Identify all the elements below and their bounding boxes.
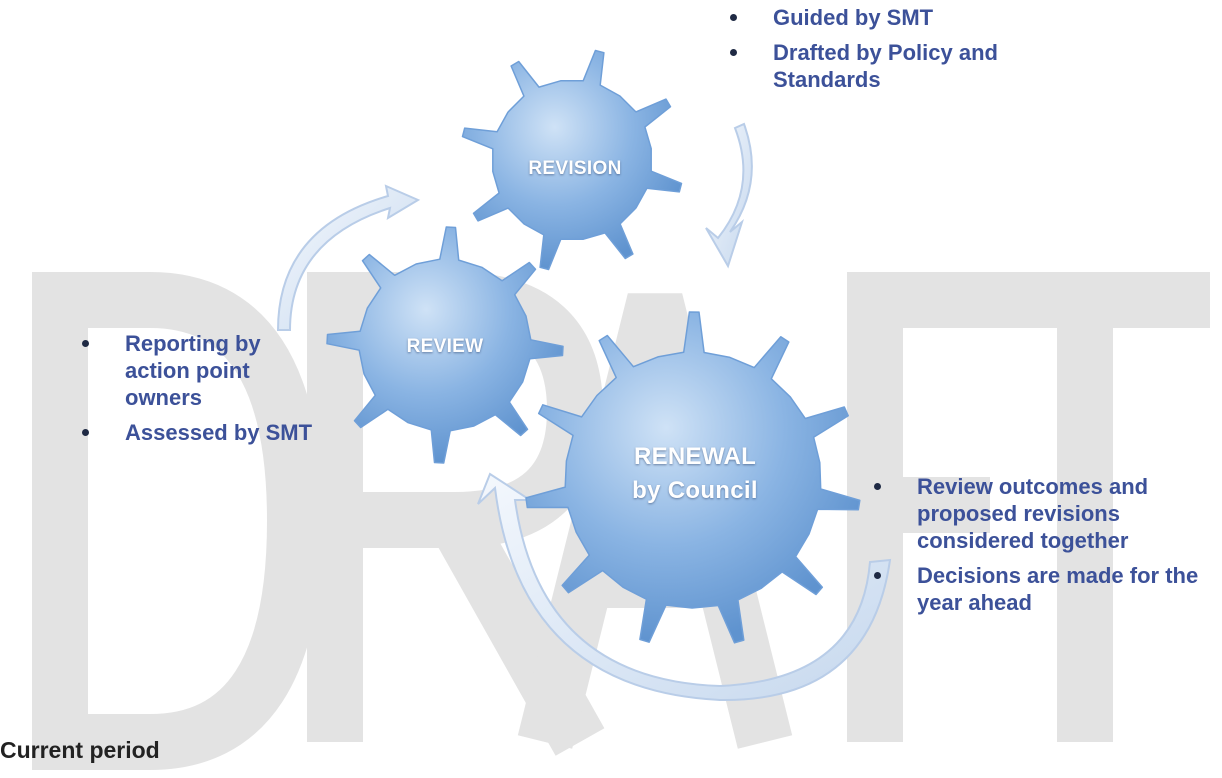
bullet-icon: [730, 14, 737, 21]
cycle-arrows: [276, 122, 892, 702]
review-note-2: Assessed by SMT: [80, 419, 340, 446]
revision-note-1-text: Guided by SMT: [773, 5, 934, 30]
current-period-heading: Current period: [0, 737, 160, 763]
bullet-icon: [874, 483, 881, 490]
renewal-notes: Review outcomes and proposed revisions c…: [872, 473, 1217, 624]
gear-renewal: [525, 311, 861, 644]
review-note-1-text: Reporting by action point owners: [125, 331, 261, 410]
revision-note-2: Drafted by Policy and Standards: [728, 39, 1013, 93]
bullet-icon: [730, 49, 737, 56]
arrow-renewal-to-review: [477, 472, 892, 702]
revision-note-1: Guided by SMT: [728, 4, 1028, 31]
bullet-icon: [874, 572, 881, 579]
gear-revision: [461, 49, 683, 271]
review-notes: Reporting by action point owners Assesse…: [80, 330, 340, 454]
renewal-note-2: Decisions are made for the year ahead: [872, 562, 1217, 616]
gear-label-review: REVIEW: [406, 336, 484, 357]
revision-notes: Guided by SMT Drafted by Policy and Stan…: [728, 4, 1028, 101]
gear-label-renewal-line2: by Council: [632, 477, 758, 504]
arrow-revision-to-renewal: [705, 122, 753, 269]
gears: [326, 49, 861, 644]
renewal-note-1-text: Review outcomes and proposed revisions c…: [917, 474, 1149, 553]
gear-label-renewal-line1: RENEWAL: [633, 443, 757, 470]
arrow-review-to-revision: [276, 184, 421, 331]
watermark-letter-t: [960, 272, 1210, 742]
bullet-icon: [82, 429, 89, 436]
review-note-2-text: Assessed by SMT: [125, 420, 313, 445]
bullet-icon: [82, 340, 89, 347]
revision-note-2-text: Drafted by Policy and Standards: [773, 40, 998, 92]
gear-label-revision: REVISION: [528, 158, 622, 179]
renewal-note-2-text: Decisions are made for the year ahead: [917, 563, 1199, 615]
gear-review: [326, 226, 564, 464]
gear-label-renewal: RENEWAL by Council: [600, 440, 790, 508]
renewal-note-1: Review outcomes and proposed revisions c…: [872, 473, 1217, 554]
watermark-letter-d: [32, 272, 324, 770]
review-note-1: Reporting by action point owners: [80, 330, 315, 411]
